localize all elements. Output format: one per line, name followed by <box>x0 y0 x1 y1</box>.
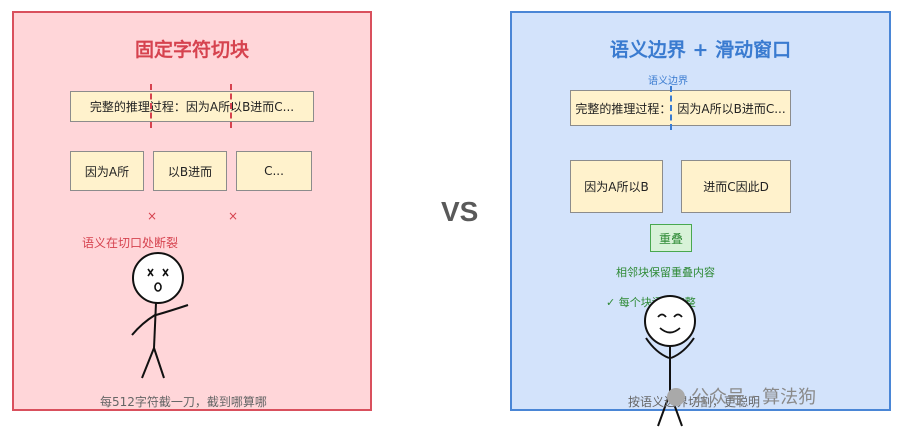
break-mark-1: × <box>147 209 158 223</box>
left-footer: 每512字符截一刀，截到哪算哪 <box>100 395 267 409</box>
right-full-text-part1: 完整的推理过程： <box>575 101 672 116</box>
right-title: 语义边界 + 滑动窗口 <box>609 39 792 61</box>
cut-line-1 <box>150 84 152 128</box>
left-chunk-2-label: 以B进而 <box>167 164 213 179</box>
break-mark-2: × <box>228 209 239 223</box>
confused-stick-figure <box>131 252 189 379</box>
left-title: 固定字符切块 <box>134 39 249 61</box>
cut-line-2 <box>230 84 232 128</box>
right-chunk-1: 因为A所以B <box>570 160 663 213</box>
left-chunk-3-label: C... <box>264 164 284 178</box>
right-footer: 按语义边界切割，更聪明 <box>628 395 761 409</box>
left-chunk-3: C... <box>236 151 312 191</box>
happy-stick-figure <box>644 295 696 427</box>
left-chunk-2: 以B进而 <box>153 151 227 191</box>
boundary-label: 语义边界 <box>648 76 688 87</box>
right-chunk-2: 进而C因此D <box>681 160 791 213</box>
watermark-text: 公众号 · 算法狗 <box>691 387 817 408</box>
break-note: 语义在切口处断裂 <box>82 236 179 250</box>
left-chunk-1: 因为A所 <box>70 151 144 191</box>
left-full-text-box: 完整的推理过程：因为A所以B进而C... <box>70 91 314 122</box>
keep-overlap-note: 相邻块保留重叠内容 <box>616 266 715 279</box>
wechat-icon <box>667 388 685 406</box>
overlap-tag: 重叠 <box>650 224 692 252</box>
right-chunk-1-label: 因为A所以B <box>584 180 649 194</box>
semantic-boundary-line <box>670 86 672 130</box>
fixed-chunk-panel: 固定字符切块 <box>12 11 372 411</box>
vs-label: VS <box>441 196 479 227</box>
right-full-text-part2: 因为A所以B进而C... <box>677 101 786 116</box>
right-chunk-2-label: 进而C因此D <box>703 180 769 194</box>
overlap-tag-label: 重叠 <box>658 231 683 246</box>
watermark: 公众号 · 算法狗 <box>667 383 816 409</box>
left-full-text: 完整的推理过程：因为A所以B进而C... <box>89 100 295 114</box>
left-chunk-1-label: 因为A所 <box>84 164 130 179</box>
right-full-text-box: 完整的推理过程： 因为A所以B进而C... <box>570 90 791 126</box>
